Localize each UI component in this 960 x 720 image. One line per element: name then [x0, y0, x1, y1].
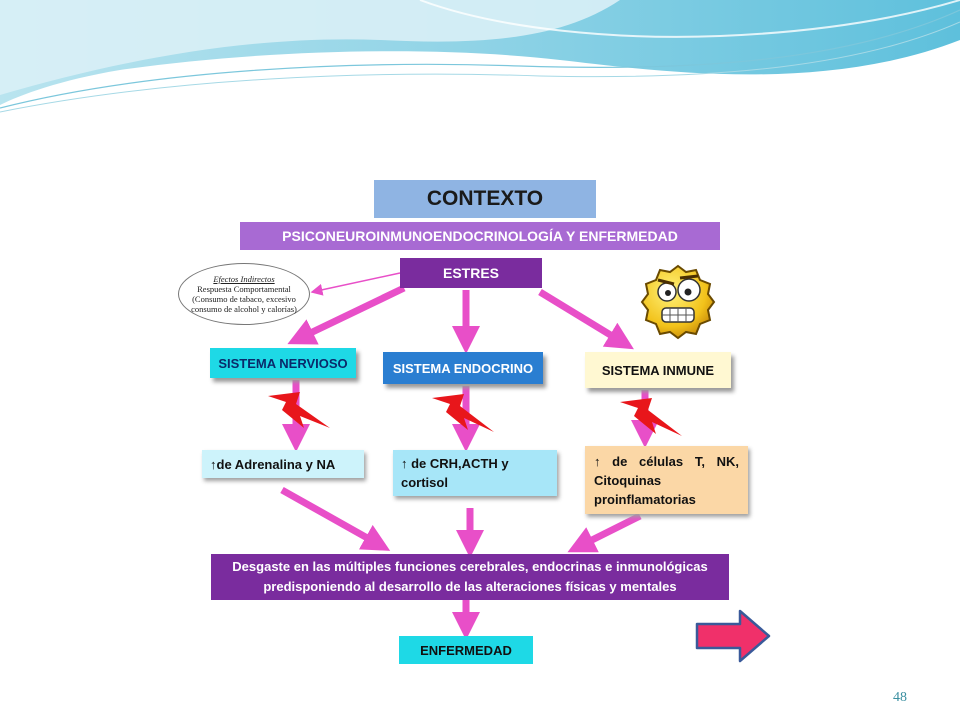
sistema-inmune-box: SISTEMA INMUNE [585, 352, 731, 388]
arrow-celulas-desgaste [567, 512, 642, 553]
desgaste-line1: Desgaste en las múltiples funciones cere… [232, 559, 708, 574]
arrow-estres-inmune [538, 289, 634, 350]
lightning-icon [432, 394, 494, 432]
efectos-line3: consumo de alcohol y calorías) [191, 304, 297, 314]
arrow-estres-nervioso [287, 284, 406, 345]
adrenalina-box: ↑de Adrenalina y NA [202, 450, 364, 478]
efectos-line1: Respuesta Comportamental [197, 284, 291, 294]
next-arrow-icon[interactable] [694, 608, 772, 664]
desgaste-box: Desgaste en las múltiples funciones cere… [211, 554, 729, 600]
psiconeuro-box: PSICONEUROINMUNOENDOCRINOLOGÍA Y ENFERME… [240, 222, 720, 250]
stressed-face-icon [640, 264, 716, 340]
crh-box: ↑ de CRH,ACTH y cortisol [393, 450, 557, 496]
sistema-nervioso-box: SISTEMA NERVIOSO [210, 348, 356, 378]
arrow-adren-desgaste [280, 486, 391, 551]
sistema-endocrino-box: SISTEMA ENDOCRINO [383, 352, 543, 384]
lightning-icon [268, 392, 330, 428]
celulas-box: ↑ de células T, NK, Citoquinas proinflam… [585, 446, 748, 514]
estres-box: ESTRES [400, 258, 542, 288]
efectos-indirectos-ellipse: Efectos Indirectos Respuesta Comportamen… [178, 263, 310, 325]
page-number: 48 [893, 690, 907, 705]
lightning-icon [620, 398, 682, 436]
desgaste-line2: predisponiendo al desarrollo de las alte… [263, 579, 677, 594]
header-wave-decoration [0, 0, 960, 113]
efectos-line2: (Consumo de tabaco, excesivo [192, 294, 296, 304]
contexto-box: CONTEXTO [374, 180, 596, 218]
efectos-title: Efectos Indirectos [213, 274, 275, 284]
arrow-estres-efectos [310, 272, 401, 296]
enfermedad-box: ENFERMEDAD [399, 636, 533, 664]
celulas-text: ↑ de células T, NK, Citoquinas proinflam… [594, 453, 739, 507]
